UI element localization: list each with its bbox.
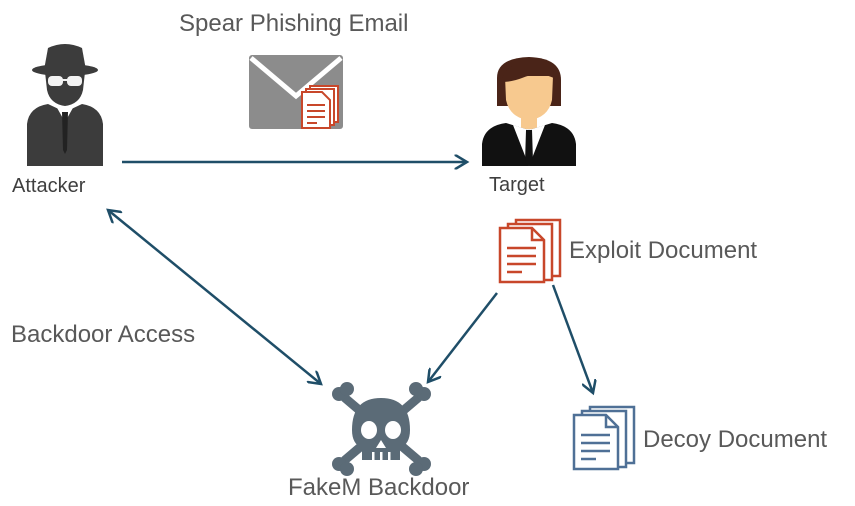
exploit-to-backdoor-arrow [428,292,498,382]
business-person-icon [482,57,576,166]
exploit-document-label: Exploit Document [569,237,758,264]
envelope-with-document-icon [249,55,343,129]
backdoor-access-label: Backdoor Access [11,321,196,348]
blue-document-icon [572,405,636,471]
skull-crossbones-icon [332,382,431,476]
spear-phishing-email-label: Spear Phishing Email [179,10,409,37]
red-document-icon [498,218,562,284]
backdoor-access-arrow [108,210,321,384]
target-label: Target [489,174,545,196]
spy-person-icon [27,44,103,166]
decoy-document-label: Decoy Document [643,426,828,453]
fakem-backdoor-label: FakeM Backdoor [288,474,470,501]
exploit-to-decoy-arrow [551,284,593,393]
attacker-label: Attacker [12,175,86,197]
